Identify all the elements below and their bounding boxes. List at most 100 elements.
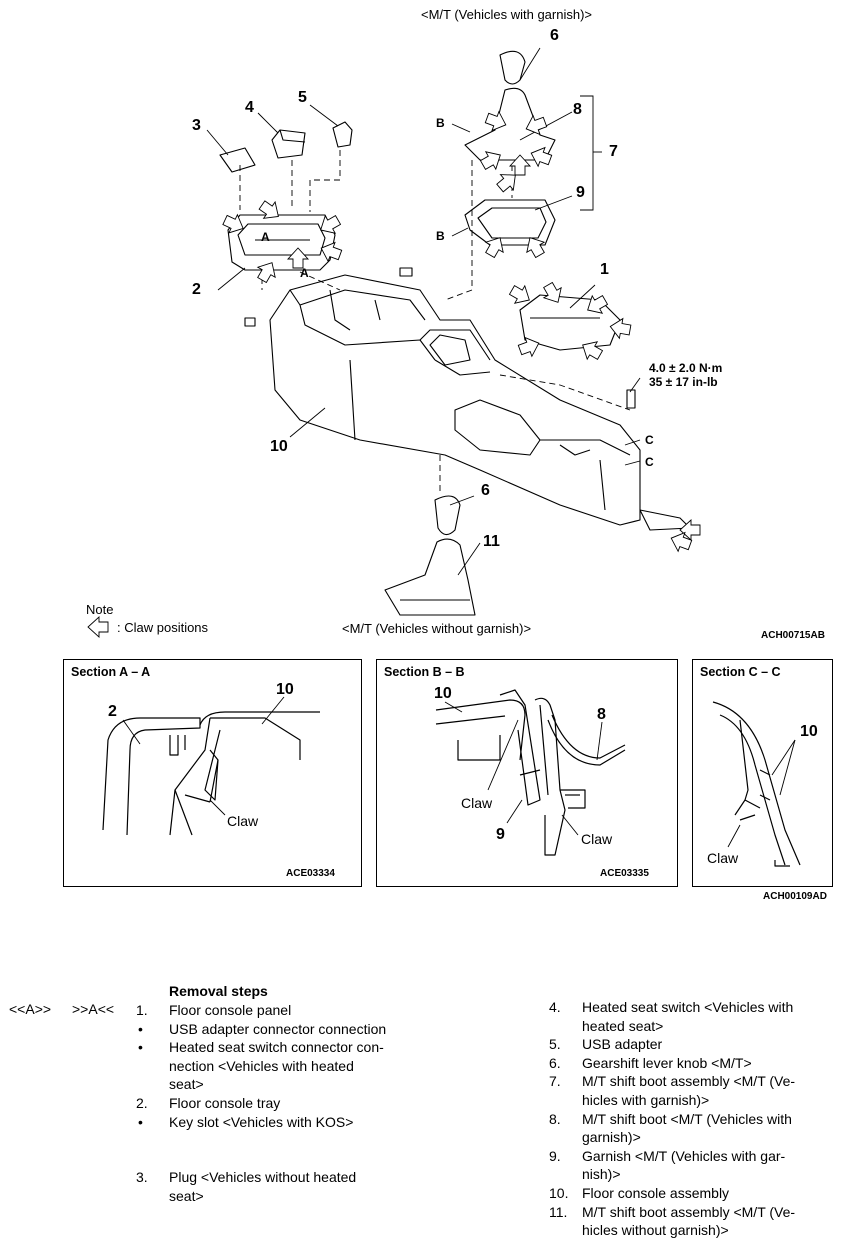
removal-steps-right: 4. Heated seat switch <Vehicles with hea…: [549, 998, 834, 1240]
step-9-text: Garnish <M/T (Vehicles with gar- nish)>: [582, 1147, 786, 1183]
shift-boot-no-garnish: [384, 538, 476, 616]
floor-console-assembly: [269, 274, 641, 526]
removal-steps-heading: Removal steps: [169, 983, 268, 999]
callout-1: 1: [600, 261, 609, 278]
step-7-number: 7.: [549, 1073, 561, 1090]
section-a-label-2: 2: [108, 703, 117, 720]
step-6-number: 6.: [549, 1054, 561, 1071]
usb-adapter: [332, 121, 353, 148]
section-b-claw-left: Claw: [461, 795, 493, 811]
step-11-text: M/T shift boot assembly <M/T (Ve- hicles…: [582, 1203, 796, 1239]
callout-5: 5: [298, 89, 307, 106]
callout-6-upper: 6: [550, 27, 559, 44]
callout-4: 4: [245, 99, 254, 116]
gearshift-knob-lower: [434, 495, 461, 536]
step-6-text: Gearshift lever knob <M/T>: [582, 1054, 752, 1071]
note-claw-positions: : Claw positions: [117, 620, 209, 635]
step-2-number: 2.: [136, 1094, 148, 1111]
step-6: 6. Gearshift lever knob <M/T>: [549, 1054, 834, 1073]
step-8-number: 8.: [549, 1110, 561, 1127]
section-b-code: ACE03335: [600, 868, 649, 879]
section-c-title: Section C – C: [700, 665, 781, 679]
figure-code-sections: ACH00109AD: [763, 891, 827, 902]
section-b-label-10: 10: [434, 685, 452, 702]
floor-console-tray: [227, 214, 336, 271]
callout-10: 10: [270, 438, 288, 455]
step-10-text: Floor console assembly: [582, 1184, 730, 1201]
section-c-drawing: [712, 701, 801, 867]
step-11: 11. M/T shift boot assembly <M/T (Ve- hi…: [549, 1203, 834, 1240]
torque-spec: 4.0 ± 2.0 N·m 35 ± 17 in-lb: [649, 361, 722, 389]
step-5-number: 5.: [549, 1036, 561, 1053]
step-4-number: 4.: [549, 999, 561, 1015]
step-8-text: M/T shift boot <M/T (Vehicles with garni…: [582, 1110, 792, 1146]
section-b-label-8: 8: [597, 706, 606, 723]
step-bullet-usb-text: USB adapter connector connection: [169, 1020, 387, 1037]
removal-steps-left: 1. Floor console panel • USB adapter con…: [136, 1001, 421, 1205]
step-bullet-key-slot-text: Key slot <Vehicles with KOS>: [169, 1113, 354, 1130]
step-11-number: 11.: [549, 1203, 568, 1220]
section-marker-a-lower: A: [300, 266, 309, 280]
step-bullet-key-slot: • Key slot <Vehicles with KOS>: [136, 1113, 421, 1132]
step-9-number: 9.: [549, 1147, 561, 1164]
section-b-box: Section B – B ACE03335: [376, 659, 678, 887]
step-1: 1. Floor console panel: [136, 1001, 421, 1020]
section-c-claw: Claw: [707, 850, 739, 866]
section-b-title: Section B – B: [384, 665, 465, 679]
step-bullet-heated-seat-text: Heated seat switch connector con- nectio…: [169, 1039, 384, 1093]
section-a-claw: Claw: [227, 813, 259, 829]
section-marker-b-lower: B: [436, 229, 445, 243]
step-2-text: Floor console tray: [169, 1094, 281, 1111]
section-marker-c-lower: C: [645, 455, 654, 469]
service-point-marker-removal: <<A>>: [9, 1001, 52, 1017]
step-7: 7. M/T shift boot assembly <M/T (Ve- hic…: [549, 1072, 834, 1109]
step-7-text: M/T shift boot assembly <M/T (Ve- hicles…: [582, 1073, 796, 1108]
step-8: 8. M/T shift boot <M/T (Vehicles with ga…: [549, 1110, 834, 1147]
step-bullet-heated-seat: • Heated seat switch connector con- nect…: [136, 1038, 421, 1094]
torque-inlb: 35 ± 17 in-lb: [649, 375, 718, 389]
section-c-box: Section C – C: [692, 659, 833, 887]
step-5-text: USB adapter: [582, 1036, 663, 1053]
step-3: 3. Plug <Vehicles without heated seat>: [136, 1168, 421, 1205]
callout-9: 9: [576, 184, 585, 201]
section-b-claw-right: Claw: [581, 831, 613, 847]
figure-code-main: ACH00715AB: [761, 630, 825, 641]
heated-seat-switch: [271, 129, 306, 159]
step-5: 5. USB adapter: [549, 1035, 834, 1054]
callout-7: 7: [609, 143, 618, 160]
section-a-code: ACE03334: [286, 868, 335, 879]
section-a-box: Section A – A ACE03334: [63, 659, 362, 887]
step-1-number: 1.: [136, 1002, 148, 1018]
section-c-label-10: 10: [800, 723, 818, 740]
torque-nm: 4.0 ± 2.0 N·m: [649, 361, 723, 375]
callout-2: 2: [192, 281, 201, 298]
section-a-drawing: [102, 711, 320, 836]
section-b-label-9: 9: [496, 826, 505, 843]
bullet-icon: •: [138, 1039, 143, 1056]
gearshift-knob-upper: [499, 50, 526, 85]
step-4-text: Heated seat switch <Vehicles with heated…: [582, 999, 794, 1034]
caption-without-garnish: <M/T (Vehicles without garnish)>: [342, 621, 532, 636]
step-2: 2. Floor console tray: [136, 1094, 421, 1113]
callout-8: 8: [573, 101, 582, 118]
caption-with-garnish: <M/T (Vehicles with garnish)>: [421, 7, 592, 22]
bullet-icon: •: [138, 1020, 143, 1037]
section-a-title: Section A – A: [71, 665, 151, 679]
step-4: 4. Heated seat switch <Vehicles with hea…: [549, 998, 834, 1035]
section-a-label-10: 10: [276, 681, 294, 698]
shift-boot: [464, 87, 556, 161]
section-marker-b-upper: B: [436, 116, 445, 130]
step-3-text: Plug <Vehicles without heated seat>: [169, 1169, 357, 1204]
bullet-icon: •: [138, 1113, 143, 1130]
section-b-drawing: [435, 689, 626, 856]
callout-3: 3: [192, 117, 201, 134]
callout-11: 11: [483, 533, 500, 550]
section-marker-c-upper: C: [645, 433, 654, 447]
step-10-number: 10.: [549, 1184, 569, 1201]
note-label: Note: [86, 602, 114, 617]
section-marker-a-upper: A: [261, 230, 270, 244]
service-point-marker-install: >>A<<: [72, 1001, 115, 1017]
step-bullet-usb: • USB adapter connector connection: [136, 1020, 421, 1039]
step-1-text: Floor console panel: [169, 1002, 292, 1018]
